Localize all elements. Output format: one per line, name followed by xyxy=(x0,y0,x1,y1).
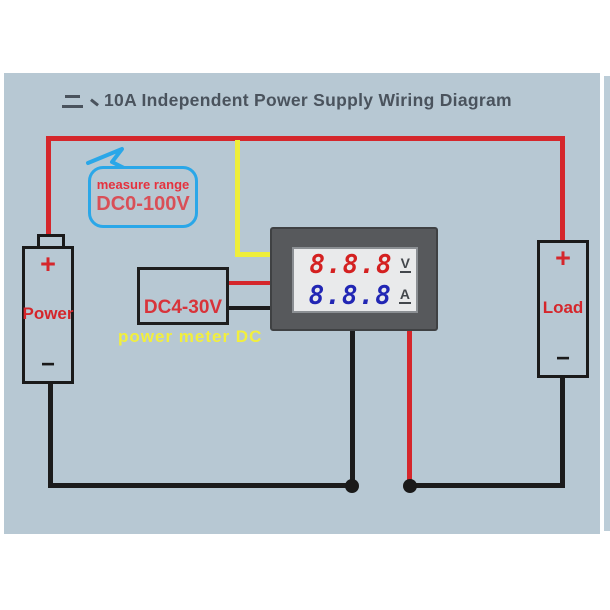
meter-display: 8.8.8 V 8.8.8 A xyxy=(292,247,418,313)
page-title: 10A Independent Power Supply Wiring Diag… xyxy=(62,90,582,111)
wire-top-red-horizontal xyxy=(46,136,565,141)
power-label: Power xyxy=(22,304,74,323)
volt-unit-label: V xyxy=(399,255,411,273)
power-battery: + Power − xyxy=(22,246,74,384)
title-prefix-er-glyph xyxy=(62,91,84,111)
junction-dot-left xyxy=(345,479,359,493)
measure-range-callout: measure range DC0-100V xyxy=(88,166,198,228)
wire-bottom-left-horizontal xyxy=(48,483,354,488)
amp-digits: 8.8.8 xyxy=(308,280,392,311)
wire-yellow-vertical xyxy=(235,140,240,256)
volt-digits: 8.8.8 xyxy=(309,249,393,280)
load-block: + Load − xyxy=(537,240,589,378)
callout-line2: DC0-100V xyxy=(96,192,190,215)
amp-row: 8.8.8 A xyxy=(294,280,416,311)
wire-yellow-horizontal xyxy=(235,252,273,257)
volt-row: 8.8.8 V xyxy=(294,249,416,280)
amp-unit-label: A xyxy=(398,286,411,304)
volt-amp-meter: 8.8.8 V 8.8.8 A xyxy=(270,227,438,331)
title-prefix-comma-glyph xyxy=(89,92,99,110)
dc-supply-box: DC4-30V xyxy=(137,267,229,325)
wire-power-negative-vertical xyxy=(48,382,53,488)
junction-dot-right xyxy=(403,479,417,493)
load-plus-terminal: + xyxy=(555,243,571,273)
wire-supply-red xyxy=(228,281,272,285)
load-body: + Load − xyxy=(540,243,586,375)
power-minus-terminal: − xyxy=(40,351,55,378)
page-title-text: 10A Independent Power Supply Wiring Diag… xyxy=(104,90,512,110)
load-label: Load xyxy=(542,298,584,317)
power-meter-caption: power meter DC xyxy=(118,327,263,346)
load-minus-terminal: − xyxy=(555,345,570,372)
dc-supply-label: DC4-30V xyxy=(143,297,223,318)
background-edge-strip xyxy=(604,76,610,531)
power-plus-terminal: + xyxy=(40,249,56,279)
wire-right-red-vertical xyxy=(560,136,565,243)
wire-load-negative-vertical xyxy=(560,377,565,488)
wire-bottom-right-horizontal xyxy=(409,483,565,488)
callout-line1: measure range xyxy=(96,177,190,193)
power-battery-body: + Power − xyxy=(22,249,73,381)
wire-left-red-vertical xyxy=(46,136,51,237)
wire-supply-black xyxy=(228,306,272,310)
wire-meter-black-vertical xyxy=(350,330,355,487)
wire-meter-red-vertical xyxy=(407,330,412,487)
